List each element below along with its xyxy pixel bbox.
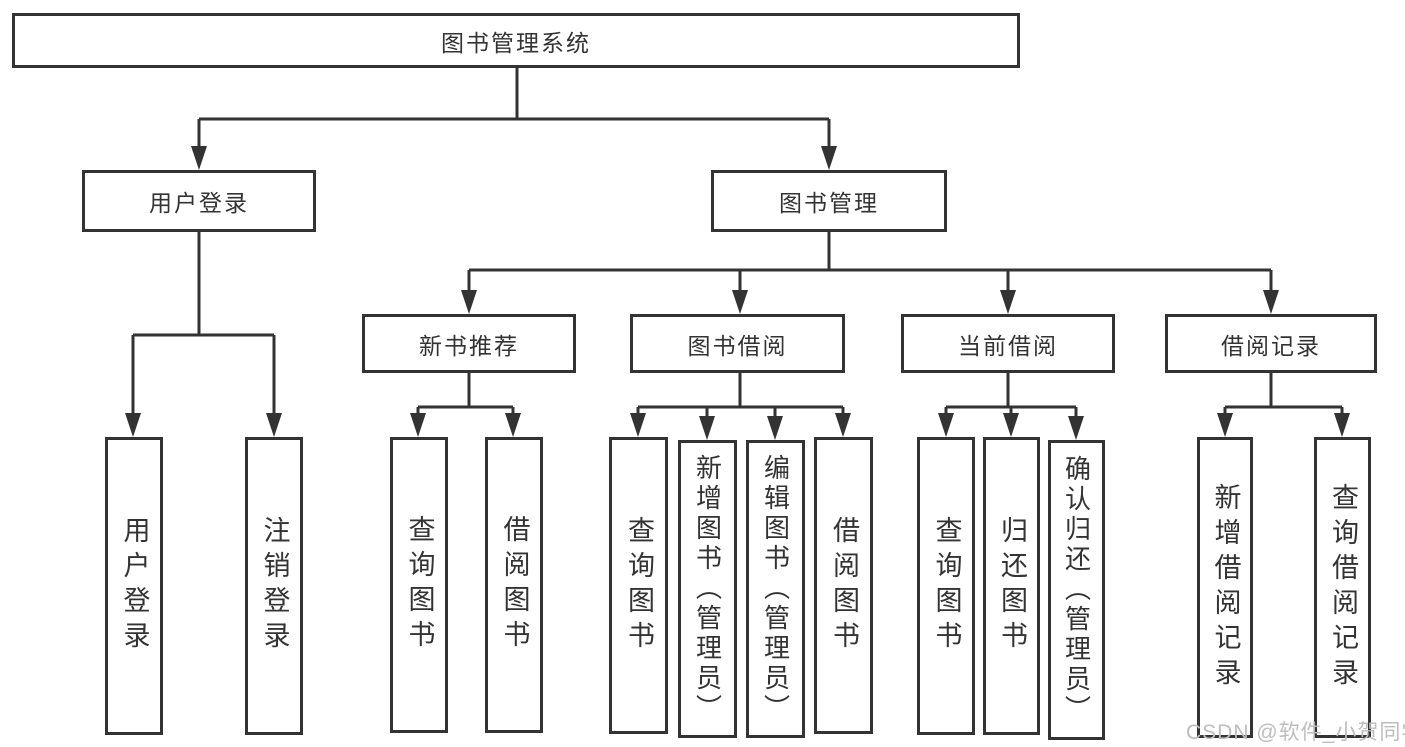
leaf-rec-query-books-label: 查询图书 (404, 515, 435, 655)
node-book-management: 图书管理 (711, 170, 947, 232)
leaf-bor-add-books-label: 新增图书（管理员） (692, 454, 723, 724)
node-new-book-recommend-label: 新书推荐 (419, 332, 519, 359)
node-borrowing-records: 借阅记录 (1165, 314, 1377, 373)
arrow-down-icon (835, 413, 851, 437)
arrow-down-icon (1003, 413, 1019, 437)
node-new-book-recommend: 新书推荐 (362, 314, 576, 373)
leaf-rec-query-books: 查询图书 (390, 437, 448, 733)
leaf-bor-query-books-label: 查询图书 (624, 515, 654, 656)
node-book-borrowing-label: 图书借阅 (687, 332, 788, 359)
leaf-recd-add-record-label: 新增借阅记录 (1210, 482, 1241, 693)
node-book-borrowing: 图书借阅 (630, 314, 845, 373)
leaf-cur-query-books: 查询图书 (917, 437, 975, 735)
arrow-down-icon (125, 413, 141, 437)
node-user-login: 用户登录 (82, 170, 316, 232)
leaf-bor-add-books: 新增图书（管理员） (678, 440, 737, 738)
leaf-recd-add-record: 新增借阅记录 (1197, 437, 1253, 738)
arrow-down-icon (699, 416, 715, 440)
arrow-down-icon (732, 290, 748, 314)
arrow-down-icon (505, 413, 521, 437)
node-book-management-label: 图书管理 (779, 190, 879, 216)
leaf-cur-return-books-label: 归还图书 (997, 516, 1027, 656)
arrow-down-icon (1334, 413, 1350, 437)
leaf-logout-label: 注销登录 (259, 516, 290, 656)
leaf-cur-return-books: 归还图书 (983, 437, 1040, 735)
arrow-down-icon (191, 146, 207, 170)
node-current-borrowing: 当前借阅 (901, 314, 1115, 373)
leaf-bor-borrow-books-label: 借阅图书 (829, 515, 859, 656)
leaf-cur-confirm-return: 确认归还（管理员） (1048, 440, 1105, 740)
leaf-rec-borrow-books-label: 借阅图书 (499, 515, 530, 655)
leaf-recd-query-record-label: 查询借阅记录 (1328, 482, 1358, 693)
leaf-recd-query-record: 查询借阅记录 (1314, 437, 1371, 738)
leaf-bor-query-books: 查询图书 (609, 437, 668, 734)
leaf-bor-edit-books: 编辑图书（管理员） (746, 440, 805, 738)
node-root: 图书管理系统 (12, 13, 1020, 68)
node-root-label: 图书管理系统 (441, 29, 591, 56)
arrow-down-icon (938, 413, 954, 437)
arrow-down-icon (1068, 416, 1084, 440)
arrow-down-icon (630, 413, 646, 437)
arrow-down-icon (821, 146, 837, 170)
arrow-down-icon (1000, 290, 1016, 314)
node-borrowing-records-label: 借阅记录 (1221, 332, 1321, 359)
connector-path (131, 68, 1344, 419)
arrow-down-icon (1263, 290, 1279, 314)
leaf-cur-query-books-label: 查询图书 (931, 516, 962, 656)
node-user-login-label: 用户登录 (149, 190, 249, 216)
leaf-user-login-label: 用户登录 (119, 516, 150, 656)
arrow-down-icon (266, 413, 282, 437)
watermark: CSDN @软件_小贺同学 (1186, 721, 1405, 744)
leaf-rec-borrow-books: 借阅图书 (485, 437, 543, 733)
node-current-borrowing-label: 当前借阅 (958, 332, 1058, 359)
arrow-down-icon (461, 290, 477, 314)
leaf-cur-confirm-return-label: 确认归还（管理员） (1061, 455, 1092, 725)
leaf-bor-edit-books-label: 编辑图书（管理员） (760, 454, 791, 724)
leaf-logout: 注销登录 (245, 437, 303, 735)
leaf-user-login: 用户登录 (105, 437, 163, 735)
leaf-bor-borrow-books: 借阅图书 (814, 437, 873, 734)
arrow-down-icon (767, 416, 783, 440)
arrowheads (125, 146, 1350, 440)
arrow-down-icon (410, 413, 426, 437)
arrow-down-icon (1217, 413, 1233, 437)
